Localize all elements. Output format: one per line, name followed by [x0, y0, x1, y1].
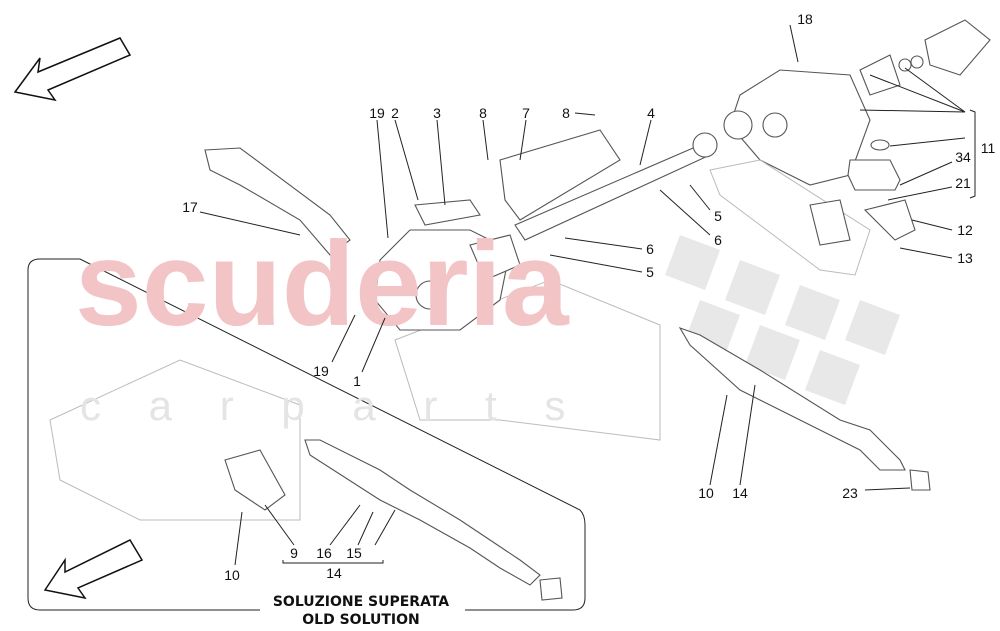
callout-16: 16	[316, 545, 332, 561]
old-solution-frame	[27, 258, 586, 611]
bracket-12	[863, 199, 916, 241]
heat-shield-7	[499, 129, 621, 221]
propeller-shaft-4	[514, 132, 718, 241]
callout-21: 21	[955, 175, 971, 191]
bracket-3	[414, 199, 481, 226]
left-driveshaft	[204, 147, 351, 256]
caption-english: OLD SOLUTION	[302, 612, 419, 628]
callout-5: 5	[714, 208, 722, 224]
callout-6: 6	[714, 232, 722, 248]
crossmember	[709, 159, 871, 276]
callout-14: 14	[326, 565, 342, 581]
watermark-sub: c a r p a r t s	[80, 382, 583, 429]
callout-9: 9	[290, 545, 298, 561]
callout-4: 4	[647, 105, 655, 121]
direction-arrow-icon	[13, 37, 132, 102]
front-differential	[374, 229, 521, 331]
callout-1: 1	[353, 373, 361, 389]
callout-19: 19	[369, 105, 385, 121]
callout-19: 19	[313, 363, 329, 379]
caption-italian: SOLUZIONE SUPERATA	[273, 594, 449, 610]
callout-10: 10	[698, 485, 714, 501]
callout-13: 13	[957, 250, 973, 266]
callout-10: 10	[224, 567, 240, 583]
old-driveshaft	[224, 439, 563, 601]
callout-11: 11	[981, 140, 996, 156]
callout-3: 3	[433, 105, 441, 121]
actuator-34	[847, 139, 901, 191]
callout-12: 12	[957, 222, 973, 238]
callout-14: 14	[732, 485, 748, 501]
callout-23: 23	[842, 485, 858, 501]
transfer-case	[723, 19, 991, 186]
watermark-brand: scuderia	[75, 217, 570, 351]
oil-pan-background	[49, 279, 661, 521]
callout-34: 34	[955, 149, 971, 165]
direction-arrow-icon	[43, 539, 144, 600]
callout-5: 5	[646, 264, 654, 280]
leader-lines	[199, 24, 976, 566]
callout-17: 17	[182, 199, 198, 215]
callout-6: 6	[646, 241, 654, 257]
callout-7: 7	[522, 105, 530, 121]
callout-18: 18	[797, 11, 813, 27]
checker-flag-watermark	[665, 235, 900, 405]
callout-8: 8	[562, 105, 570, 121]
right-driveshaft	[678, 326, 931, 491]
callout-15: 15	[346, 545, 362, 561]
callout-8: 8	[479, 105, 487, 121]
callout-2: 2	[391, 105, 399, 121]
